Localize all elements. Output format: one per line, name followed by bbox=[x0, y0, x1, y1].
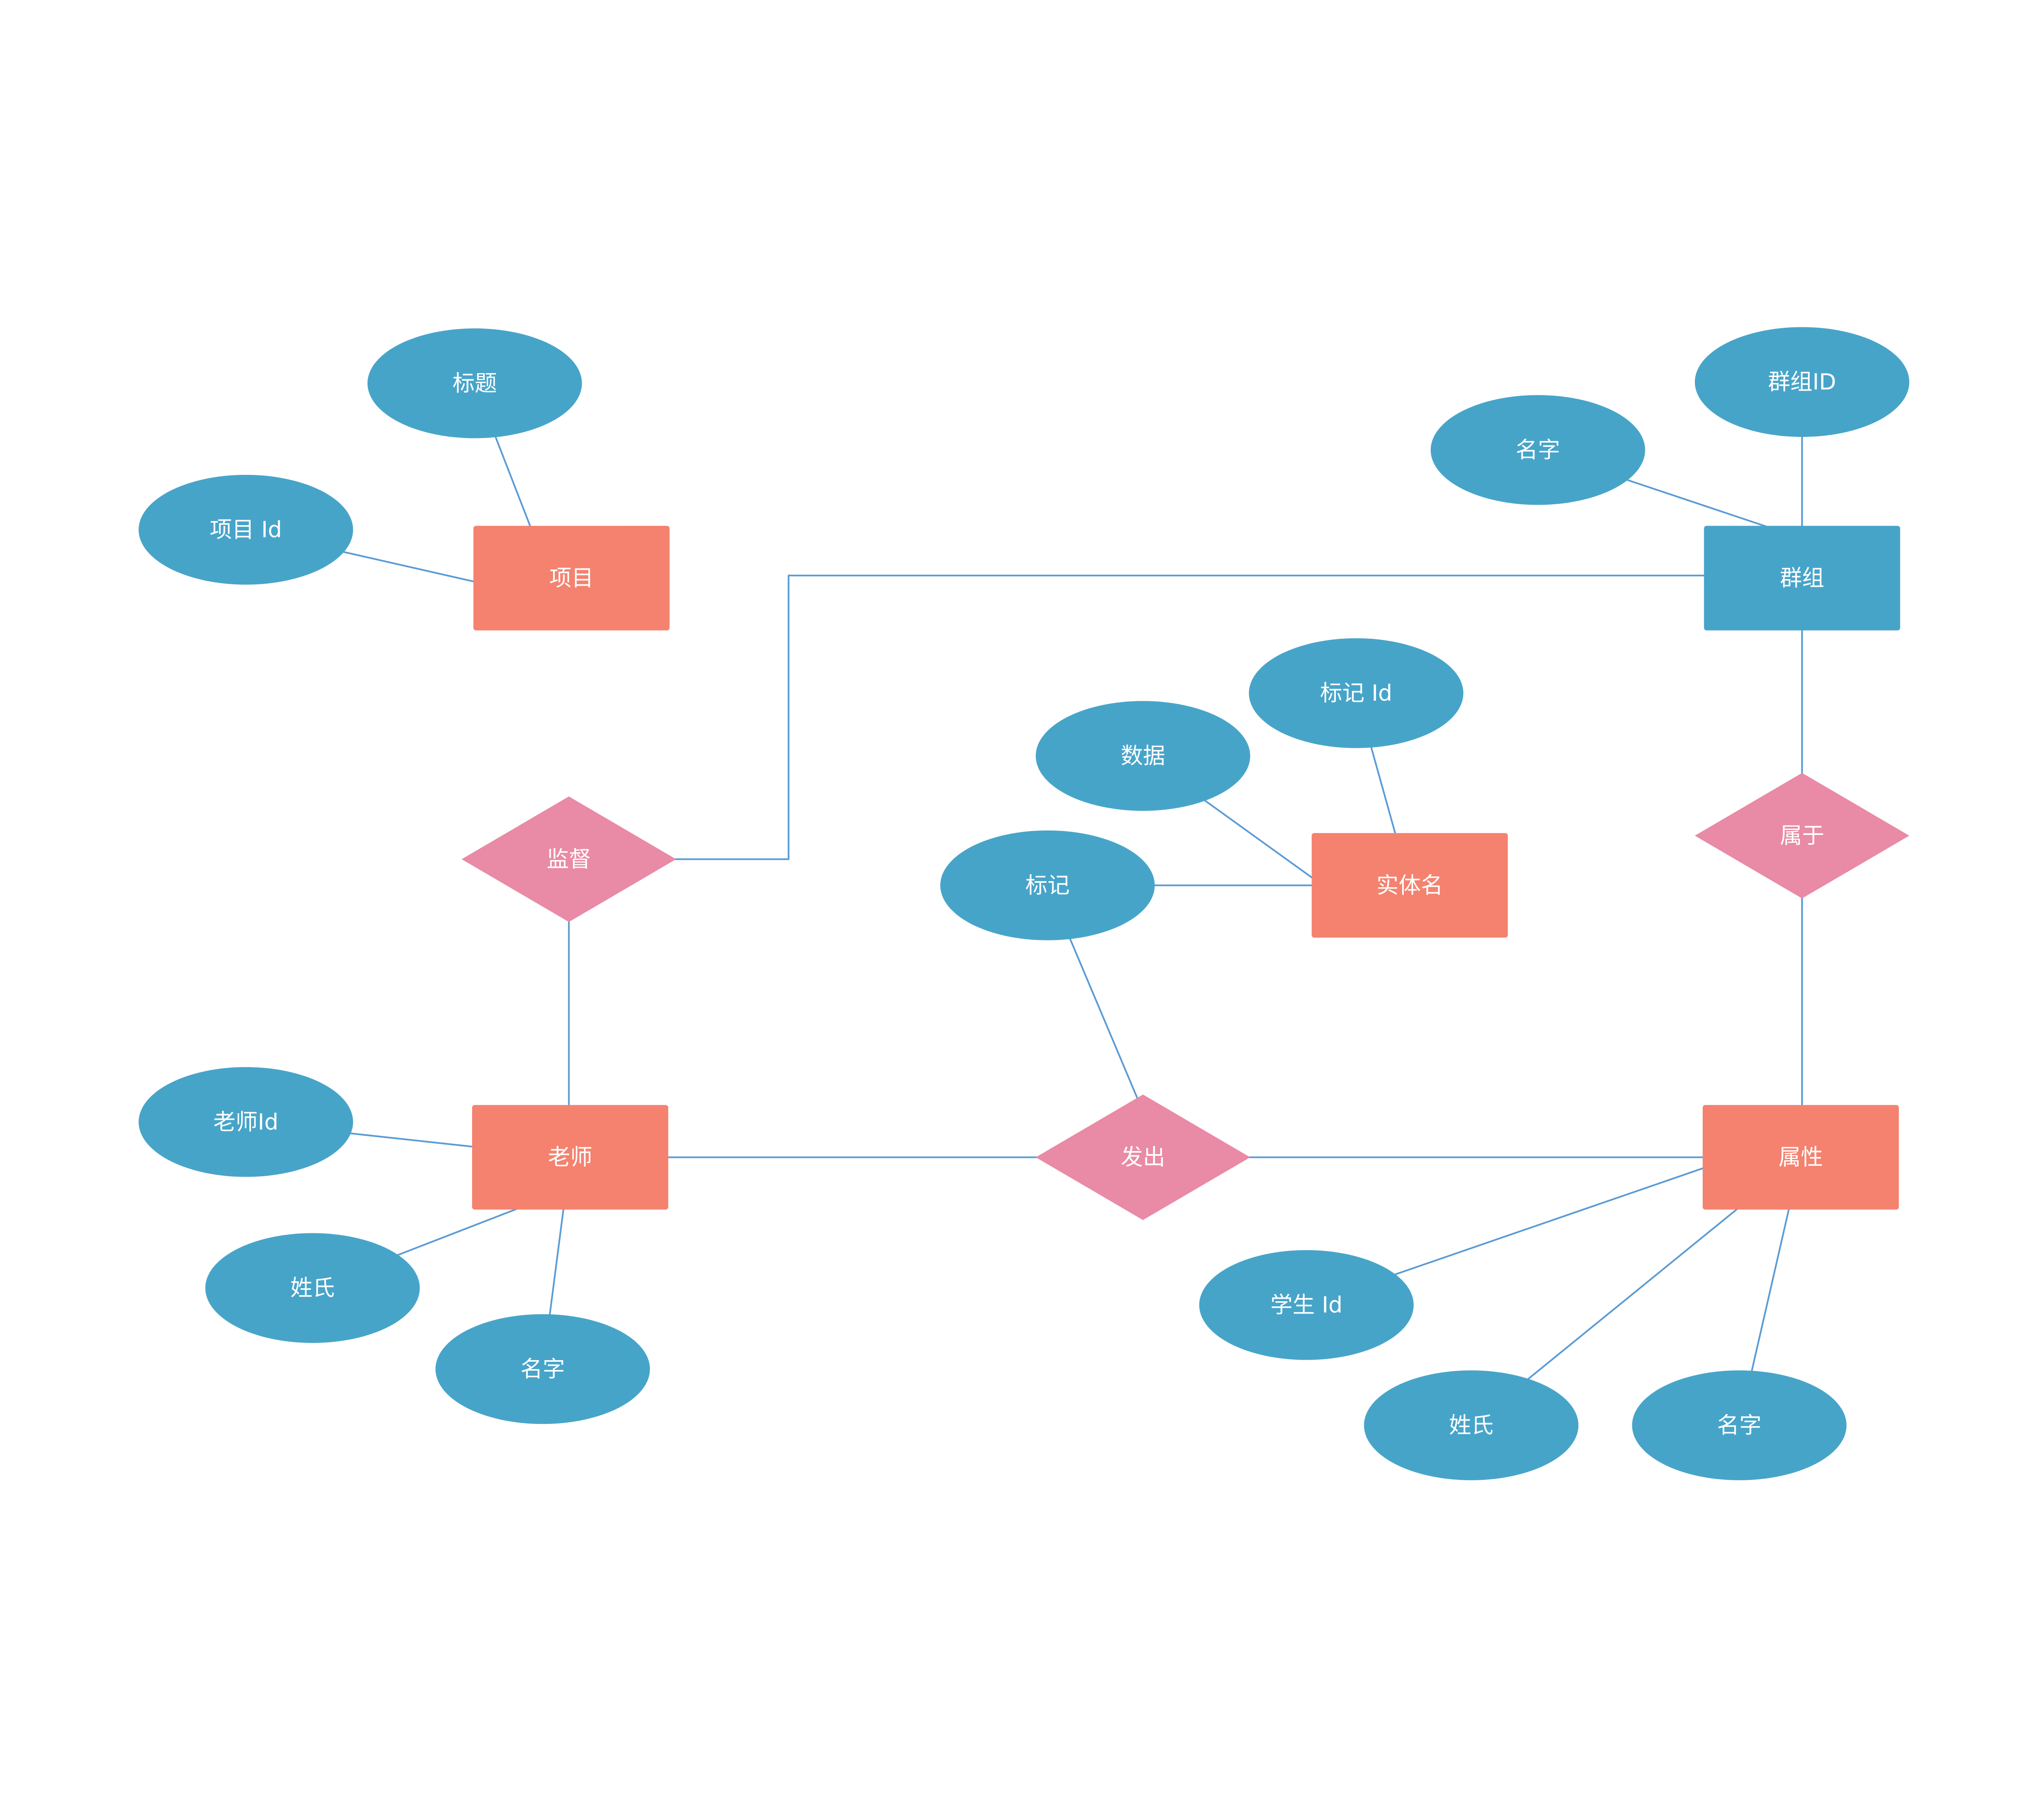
attribute-node-teacher-surname[interactable]: 姓氏 bbox=[205, 1233, 420, 1343]
attribute-node-teacher-firstname[interactable]: 名字 bbox=[435, 1314, 650, 1424]
student-firstname-ellipse-shape[interactable] bbox=[1632, 1370, 1847, 1480]
relationship-node-issues[interactable]: 发出 bbox=[1035, 1094, 1251, 1220]
data-ellipse-shape[interactable] bbox=[1035, 701, 1251, 811]
connector-supervises-to-group bbox=[569, 575, 1802, 860]
attribute-node-tag[interactable]: 标记 bbox=[940, 830, 1155, 940]
teacher-firstname-ellipse-shape[interactable] bbox=[435, 1314, 650, 1424]
relationship-node-belongs-to[interactable]: 属于 bbox=[1694, 773, 1910, 899]
tag-ellipse-shape[interactable] bbox=[940, 830, 1155, 940]
teacher-id-ellipse-shape[interactable] bbox=[139, 1067, 353, 1177]
attribute-node-tag-id[interactable]: 标记 Id bbox=[1249, 638, 1464, 748]
attribute-node-teacher-id[interactable]: 老师Id bbox=[139, 1067, 353, 1177]
attribute-node-student-surname[interactable]: 姓氏 bbox=[1364, 1370, 1579, 1480]
entity-node-teacher[interactable]: 老师 bbox=[472, 1105, 668, 1210]
project-rect-shape[interactable] bbox=[473, 526, 670, 631]
tag-id-ellipse-shape[interactable] bbox=[1249, 638, 1464, 748]
attribute-node-student-firstname[interactable]: 名字 bbox=[1632, 1370, 1847, 1480]
entity-node-attribute[interactable]: 属性 bbox=[1703, 1105, 1899, 1210]
student-id-ellipse-shape[interactable] bbox=[1199, 1250, 1414, 1360]
belongs-to-diamond-shape[interactable] bbox=[1694, 773, 1910, 899]
entity-node-project[interactable]: 项目 bbox=[473, 526, 670, 631]
issues-diamond-shape[interactable] bbox=[1035, 1094, 1251, 1220]
group-rect-shape[interactable] bbox=[1704, 526, 1901, 631]
teacher-rect-shape[interactable] bbox=[472, 1105, 668, 1210]
supervises-diamond-shape[interactable] bbox=[462, 796, 676, 922]
entity-node-entity-name[interactable]: 实体名 bbox=[1311, 833, 1508, 938]
attribute-rect-shape[interactable] bbox=[1703, 1105, 1899, 1210]
attribute-node-title[interactable]: 标题 bbox=[367, 328, 582, 439]
teacher-surname-ellipse-shape[interactable] bbox=[205, 1233, 420, 1343]
entity-node-group[interactable]: 群组 bbox=[1704, 526, 1901, 631]
student-surname-ellipse-shape[interactable] bbox=[1364, 1370, 1579, 1480]
attribute-node-project-id[interactable]: 项目 Id bbox=[139, 474, 353, 585]
attribute-node-data[interactable]: 数据 bbox=[1035, 701, 1251, 811]
attribute-node-group-name[interactable]: 名字 bbox=[1430, 395, 1645, 505]
project-id-ellipse-shape[interactable] bbox=[139, 474, 353, 585]
relationship-node-supervises[interactable]: 监督 bbox=[462, 796, 676, 922]
attribute-node-student-id[interactable]: 学生 Id bbox=[1199, 1250, 1414, 1360]
group-id-ellipse-shape[interactable] bbox=[1694, 327, 1910, 437]
title-ellipse-shape[interactable] bbox=[367, 328, 582, 439]
group-name-ellipse-shape[interactable] bbox=[1430, 395, 1645, 505]
nodes-layer: 标题项目 Id名字群组ID标记 Id数据标记老师Id姓氏名字学生 Id姓氏名字项… bbox=[139, 327, 1910, 1480]
entity-name-rect-shape[interactable] bbox=[1311, 833, 1508, 938]
attribute-node-group-id[interactable]: 群组ID bbox=[1694, 327, 1910, 437]
